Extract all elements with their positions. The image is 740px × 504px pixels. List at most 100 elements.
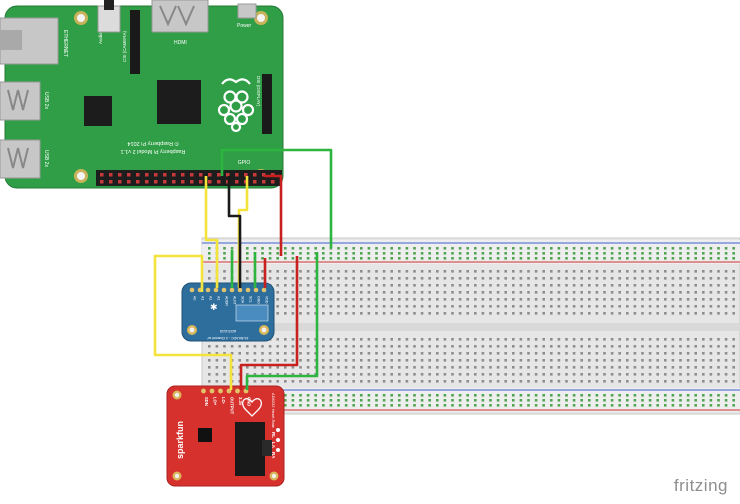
breadboard-hole xyxy=(489,270,492,273)
breadboard-hole xyxy=(671,312,675,315)
breadboard-hole xyxy=(238,345,241,348)
adc-pin-label: A0 xyxy=(193,296,197,300)
breadboard-hole xyxy=(603,366,606,369)
breadboard-hole xyxy=(276,252,279,255)
breadboard-hole xyxy=(724,291,728,294)
breadboard-hole xyxy=(215,366,219,369)
breadboard-hole xyxy=(474,366,477,369)
breadboard-hole xyxy=(284,298,287,301)
breadboard-hole xyxy=(633,359,637,362)
breadboard-hole xyxy=(588,404,591,407)
breadboard-hole xyxy=(466,373,469,376)
breadboard-hole xyxy=(390,338,393,341)
breadboard-hole xyxy=(610,252,614,255)
breadboard-hole xyxy=(512,366,515,369)
breadboard-hole xyxy=(519,338,523,341)
breadboard-hole xyxy=(550,257,553,260)
gpio-pin xyxy=(100,173,104,177)
breadboard-hole xyxy=(679,270,682,273)
breadboard-hole xyxy=(618,380,621,383)
raspberry-logo-icon xyxy=(217,78,255,133)
breadboard-hole xyxy=(694,305,697,308)
breadboard-hole xyxy=(572,345,576,348)
breadboard-hole xyxy=(679,312,682,315)
breadboard-hole xyxy=(329,305,333,308)
breadboard-hole xyxy=(360,298,363,301)
breadboard-hole xyxy=(512,359,515,362)
breadboard-hole xyxy=(382,247,386,250)
electrode-pad xyxy=(276,448,280,452)
breadboard-hole xyxy=(572,291,576,294)
breadboard-hole xyxy=(656,345,659,348)
breadboard-hole xyxy=(565,345,568,348)
breadboard-holes xyxy=(208,247,735,407)
breadboard-hole xyxy=(694,394,697,397)
breadboard-hole xyxy=(291,404,295,407)
breadboard-hole xyxy=(344,373,348,376)
breadboard-hole xyxy=(314,394,317,397)
breadboard-hole xyxy=(557,247,561,250)
breadboard-hole xyxy=(306,380,310,383)
breadboard-hole xyxy=(284,373,287,376)
breadboard-hole xyxy=(306,298,310,301)
breadboard-hole xyxy=(702,291,705,294)
breadboard-hole xyxy=(550,252,553,255)
breadboard-hole xyxy=(299,270,302,273)
breadboard-hole xyxy=(466,366,469,369)
breadboard-hole xyxy=(724,305,728,308)
breadboard-hole xyxy=(436,291,439,294)
breadboard-hole xyxy=(489,247,492,250)
breadboard-hole xyxy=(428,247,431,250)
breadboard-hole xyxy=(253,373,257,376)
breadboard-hole xyxy=(299,252,302,255)
breadboard-hole xyxy=(648,252,652,255)
breadboard-hole xyxy=(390,373,393,376)
breadboard-hole xyxy=(641,373,644,376)
ad8232-chip xyxy=(198,428,212,442)
breadboard-hole xyxy=(276,359,279,362)
breadboard-hole xyxy=(428,305,431,308)
breadboard-hole xyxy=(504,394,507,397)
breadboard-hole xyxy=(458,305,462,308)
breadboard-hole xyxy=(679,399,682,402)
adc-subtitle-text: 16-Bit ADC - 4 Channel w/ xyxy=(208,336,249,340)
breadboard-hole xyxy=(527,252,530,255)
breadboard-hole xyxy=(291,366,295,369)
breadboard-hole xyxy=(702,373,705,376)
breadboard-hole xyxy=(550,359,553,362)
breadboard-hole xyxy=(208,277,211,280)
breadboard-hole xyxy=(428,399,431,402)
breadboard-hole xyxy=(656,394,659,397)
breadboard-hole xyxy=(428,257,431,260)
breadboard-hole xyxy=(519,277,523,280)
breadboard-hole xyxy=(367,270,371,273)
breadboard-hole xyxy=(360,252,363,255)
breadboard-hole xyxy=(709,291,713,294)
breadboard-hole xyxy=(299,399,302,402)
breadboard-hole xyxy=(291,298,295,301)
breadboard-hole xyxy=(322,399,325,402)
breadboard-hole xyxy=(299,247,302,250)
breadboard-hole xyxy=(367,252,371,255)
breadboard-hole xyxy=(724,380,728,383)
breadboard-hole xyxy=(519,380,523,383)
breadboard-hole xyxy=(671,380,675,383)
breadboard-hole xyxy=(405,270,409,273)
breadboard-hole xyxy=(550,394,553,397)
breadboard-hole xyxy=(504,270,507,273)
breadboard-hole xyxy=(656,270,659,273)
breadboard-hole xyxy=(603,352,606,355)
breadboard-hole xyxy=(603,305,606,308)
breadboard-hole xyxy=(641,380,644,383)
breadboard-hole xyxy=(504,380,507,383)
breadboard-hole xyxy=(405,305,409,308)
breadboard-hole xyxy=(390,257,393,260)
adc-pin-label: VDD xyxy=(265,296,269,304)
breadboard-hole xyxy=(595,252,599,255)
breadboard-hole xyxy=(709,359,713,362)
breadboard-hole xyxy=(360,257,363,260)
breadboard-hole xyxy=(413,359,416,362)
breadboard-hole xyxy=(671,345,675,348)
breadboard-hole xyxy=(413,399,416,402)
breadboard-hole xyxy=(717,399,720,402)
